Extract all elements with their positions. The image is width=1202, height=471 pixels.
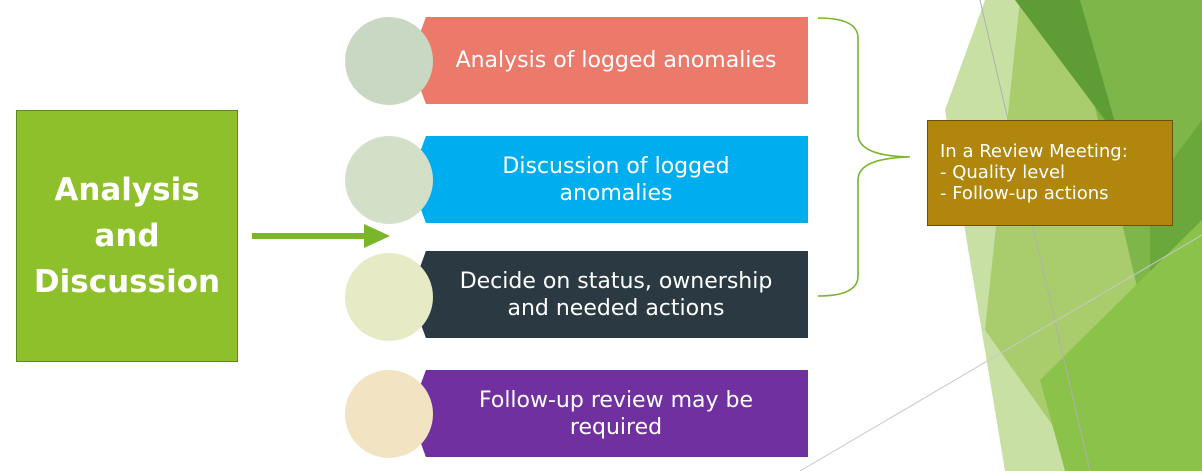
step-circle-3 (345, 253, 433, 341)
step-circle-1 (345, 17, 433, 105)
review-item-quality: - Quality level (940, 162, 1066, 183)
step-bar-analysis: Analysis of logged anomalies (410, 17, 808, 104)
right-arrow-icon (252, 224, 390, 248)
step-bar-decide: Decide on status, ownership and needed a… (410, 251, 808, 338)
review-meeting-box: In a Review Meeting: - Quality level - F… (927, 120, 1173, 226)
review-item-follow-up: - Follow-up actions (940, 183, 1109, 204)
step-label: Follow-up review may be required (478, 387, 754, 440)
step-circle-2 (345, 136, 433, 224)
step-circle-4 (345, 370, 433, 458)
step-bar-follow-up: Follow-up review may be required (410, 370, 808, 457)
right-brace (817, 17, 911, 297)
step-label: Analysis of logged anomalies (455, 48, 777, 73)
review-heading: In a Review Meeting: (940, 141, 1128, 162)
step-bar-discussion: Discussion of logged anomalies (410, 136, 808, 223)
analysis-and-discussion-box: Analysis and Discussion (16, 110, 238, 362)
step-label: Decide on status, ownership and needed a… (459, 268, 773, 321)
main-title: Analysis and Discussion (33, 172, 221, 300)
step-label: Discussion of logged anomalies (502, 153, 730, 206)
